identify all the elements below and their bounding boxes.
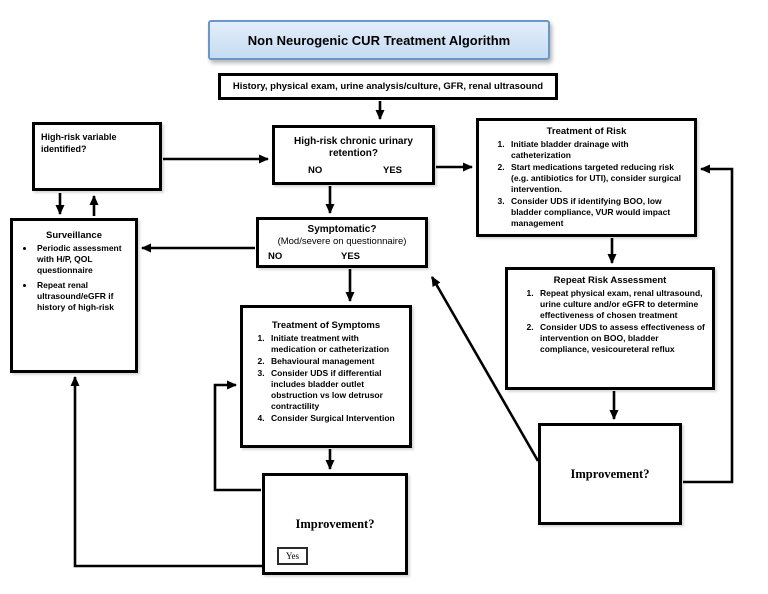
surveillance-box: Surveillance Periodic assessment with H/… <box>10 218 138 373</box>
list-item: Repeat physical exam, renal ultrasound, … <box>536 288 706 321</box>
retention-no-label: NO <box>308 165 323 176</box>
treatment-of-risk-list: Initiate bladder drainage with catheteri… <box>485 139 688 229</box>
repeat-risk-assessment-box: Repeat Risk Assessment Repeat physical e… <box>505 267 715 390</box>
retention-decision-box: High-risk chronic urinary retention? NO … <box>272 125 435 185</box>
history-exam-label: History, physical exam, urine analysis/c… <box>232 81 544 92</box>
treatment-of-risk-box: Treatment of Risk Initiate bladder drain… <box>476 118 697 237</box>
surveillance-list: Periodic assessment with H/P, QOL questi… <box>17 243 131 313</box>
arrow-improvement-yes-to-surveillance <box>70 376 263 568</box>
improvement-right-box: Improvement? <box>538 423 682 525</box>
improvement-yes-chip: Yes <box>277 547 308 565</box>
treatment-of-risk-title: Treatment of Risk <box>546 126 627 137</box>
retention-question: High-risk chronic urinary retention? <box>294 136 413 159</box>
symptomatic-question: Symptomatic? <box>307 224 377 235</box>
improvement-right-label: Improvement? <box>570 466 650 481</box>
list-item: Consider UDS if identifying BOO, low bla… <box>507 196 688 229</box>
retention-yes-label: YES <box>383 165 403 176</box>
list-item: Repeat renal ultrasound/eGFR if history … <box>35 280 131 313</box>
list-item: Behavioural management <box>267 356 403 367</box>
repeat-risk-assessment-title: Repeat Risk Assessment <box>553 275 667 286</box>
high-risk-variable-box: High-risk variable identified? <box>32 122 162 191</box>
page-title: Non Neurogenic CUR Treatment Algorithm <box>247 32 511 48</box>
symptomatic-no-label: NO <box>268 251 283 262</box>
list-item: Consider Surgical Intervention <box>267 413 403 424</box>
high-risk-variable-label: High-risk variable identified? <box>41 132 117 154</box>
treatment-of-symptoms-box: Treatment of Symptoms Initiate treatment… <box>240 305 412 448</box>
treatment-of-symptoms-title: Treatment of Symptoms <box>271 320 381 331</box>
symptomatic-yes-label: YES <box>341 251 361 262</box>
list-item: Consider UDS to assess effectiveness of … <box>536 322 706 355</box>
symptomatic-decision-box: Symptomatic? (Mod/severe on questionnair… <box>256 217 428 268</box>
arrow-improvement-loop-to-treatment-risk <box>683 164 734 484</box>
arrow-improvement-no-to-symptomatic <box>430 276 540 462</box>
list-item: Initiate treatment with medication or ca… <box>267 333 403 355</box>
list-item: Start medications targeted reducing risk… <box>507 162 688 195</box>
treatment-of-symptoms-list: Initiate treatment with medication or ca… <box>245 333 403 424</box>
improvement-mid-label: Improvement? <box>295 516 375 531</box>
list-item: Periodic assessment with H/P, QOL questi… <box>35 243 131 276</box>
symptomatic-subtitle: (Mod/severe on questionnaire) <box>277 236 407 247</box>
title-box: Non Neurogenic CUR Treatment Algorithm <box>208 20 550 60</box>
repeat-risk-assessment-list: Repeat physical exam, renal ultrasound, … <box>514 288 706 355</box>
surveillance-title: Surveillance <box>46 230 102 241</box>
list-item: Consider UDS if differential includes bl… <box>267 368 403 412</box>
history-exam-box: History, physical exam, urine analysis/c… <box>218 73 558 100</box>
list-item: Initiate bladder drainage with catheteri… <box>507 139 688 161</box>
improvement-mid-box: Improvement? Yes <box>262 473 408 575</box>
arrow-improvement-loop-to-treatment-symptoms <box>213 380 261 492</box>
